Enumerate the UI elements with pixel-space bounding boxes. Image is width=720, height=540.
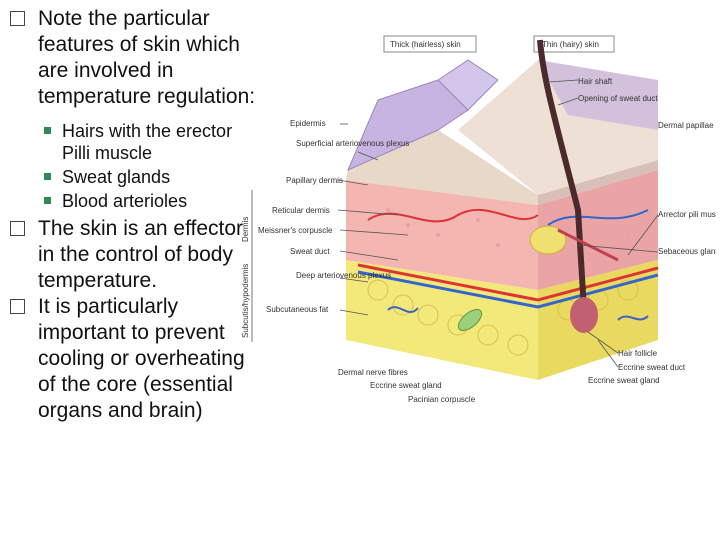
label-papillary-dermis: Papillary dermis — [286, 176, 343, 185]
header-thin-label: Thin (hairy) skin — [542, 40, 599, 49]
label-eccrine-left: Eccrine sweat gland — [370, 381, 442, 390]
square-bullet-icon — [44, 173, 51, 180]
sub-bullet-item: Sweat glands — [4, 166, 256, 188]
checkbox-bullet-icon — [10, 299, 25, 314]
label-dermal-nerve: Dermal nerve fibres — [338, 368, 408, 377]
label-subcutaneous-fat: Subcutaneous fat — [266, 305, 329, 314]
skin-cross-section-diagram: Thick (hairless) skin Thin (hairy) skin — [238, 20, 716, 410]
bullet-item: It is particularly important to prevent … — [4, 294, 256, 424]
label-eccrine-duct: Eccrine sweat duct — [618, 363, 686, 372]
header-thin-skin: Thin (hairy) skin — [534, 36, 614, 52]
label-dermal-papillae: Dermal papillae — [658, 121, 714, 130]
bullet-text: The skin is an effector in the control o… — [38, 217, 243, 292]
label-hair-shaft: Hair shaft — [578, 77, 613, 86]
bullet-list: Note the particular features of skin whi… — [4, 6, 256, 424]
label-deep-plexus: Deep arteriovenous plexus — [296, 271, 391, 280]
label-sweat-duct: Sweat duct — [290, 247, 330, 256]
sub-bullet-text: Blood arterioles — [62, 191, 187, 211]
label-meissner: Meissner's corpuscle — [258, 226, 333, 235]
label-hair-follicle: Hair follicle — [618, 349, 658, 358]
label-subcutis-side: Subcutis/hypodermis — [241, 264, 250, 338]
bullet-item: The skin is an effector in the control o… — [4, 216, 256, 294]
square-bullet-icon — [44, 127, 51, 134]
bullet-item: Note the particular features of skin whi… — [4, 6, 256, 110]
header-thick-label: Thick (hairless) skin — [390, 40, 461, 49]
label-sebaceous: Sebaceous gland — [658, 247, 716, 256]
sub-bullet-item: Hairs with the erector Pilli muscle — [4, 120, 256, 164]
sub-bullet-text: Sweat glands — [62, 167, 170, 187]
label-superficial-plexus: Superficial arteriovenous plexus — [296, 139, 409, 148]
bullet-text: It is particularly important to prevent … — [38, 295, 245, 422]
label-epidermis: Epidermis — [290, 119, 326, 128]
checkbox-bullet-icon — [10, 11, 25, 26]
label-opening-sweat-duct: Opening of sweat duct — [578, 94, 658, 103]
label-eccrine-right: Eccrine sweat gland — [588, 376, 660, 385]
label-arrector: Arrector pili muscle — [658, 210, 716, 219]
label-dermis-side: Dermis — [241, 217, 250, 242]
bullet-text: Note the particular features of skin whi… — [38, 7, 255, 108]
skin-block — [346, 40, 658, 380]
sub-bullet-item: Blood arterioles — [4, 190, 256, 212]
square-bullet-icon — [44, 197, 51, 204]
header-thick-skin: Thick (hairless) skin — [384, 36, 476, 52]
checkbox-bullet-icon — [10, 221, 25, 236]
sub-bullet-text: Hairs with the erector Pilli muscle — [62, 121, 232, 163]
label-pacinian: Pacinian corpuscle — [408, 395, 476, 404]
label-reticular-dermis: Reticular dermis — [272, 206, 330, 215]
